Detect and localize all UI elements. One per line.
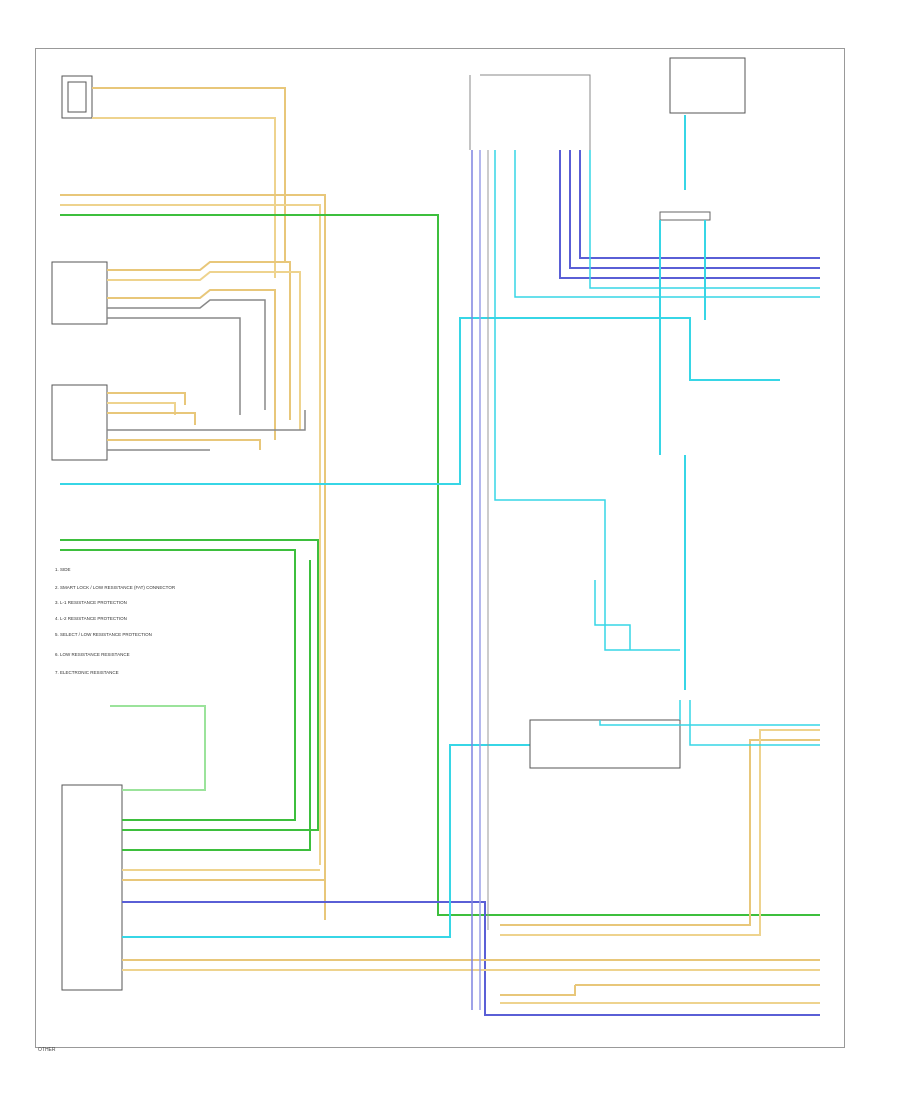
wire-green <box>60 214 820 916</box>
wire-tan <box>107 392 186 405</box>
wire-tan <box>107 261 291 420</box>
module-box <box>51 384 108 461</box>
wire-cyan <box>494 150 680 651</box>
note-7: 7. ELECTRONIC RESISTANCE <box>55 670 119 675</box>
note-5: 5. SELECT / LOW RESISTANCE PROTECTION <box>55 632 152 637</box>
module-box <box>51 261 108 325</box>
note-1: 1. SIDE <box>55 567 71 572</box>
note-4: 4. L-2 RESISTANCE PROTECTION <box>55 616 127 621</box>
wire-green <box>60 539 319 831</box>
diagram-frame <box>35 48 845 1048</box>
wire-cyan <box>689 700 820 746</box>
wire-blue <box>569 150 820 269</box>
note-2: 2. SMART LOCK / LOW RESISTANCE (FAT) CON… <box>55 585 176 590</box>
wire-tan <box>92 117 276 278</box>
wire-tan <box>107 439 261 450</box>
component-box <box>61 75 93 119</box>
wire-tan <box>107 271 301 430</box>
wire-tan <box>500 739 820 926</box>
wire-tan <box>107 402 176 415</box>
wire-tan <box>500 729 820 936</box>
footer-label: OTHER <box>38 1047 56 1053</box>
note-6: 6. LOW RESISTANCE RESISTANCE <box>55 652 130 657</box>
component-inner <box>67 81 87 113</box>
wire-gray <box>107 299 266 410</box>
wire-green <box>122 560 311 851</box>
module-box <box>669 57 746 114</box>
component-box <box>529 719 681 769</box>
wire-blue <box>122 901 820 1016</box>
note-3: 3. L-1 RESISTANCE PROTECTION <box>55 600 127 605</box>
wire-blue <box>559 150 820 279</box>
module-box <box>61 784 123 991</box>
wire-cyan <box>594 580 631 650</box>
wire-cyan <box>122 744 530 938</box>
wire-cyan <box>589 150 820 289</box>
wire-tan <box>60 204 321 865</box>
wire-tan <box>500 985 576 996</box>
wire-cyan <box>599 720 820 726</box>
wire-blue <box>579 150 820 259</box>
wire-green <box>60 549 296 821</box>
wire-tan <box>92 87 286 262</box>
wire-cyan <box>514 150 820 298</box>
wire-gray <box>480 74 591 150</box>
wire-tan <box>60 194 326 920</box>
wire-tan <box>107 412 196 425</box>
wire-cyan <box>60 317 780 485</box>
wire-gray <box>107 317 241 415</box>
wire-gray <box>107 410 306 431</box>
connector-box <box>659 211 711 221</box>
wire-green <box>110 705 206 791</box>
wire-tan <box>107 289 276 440</box>
